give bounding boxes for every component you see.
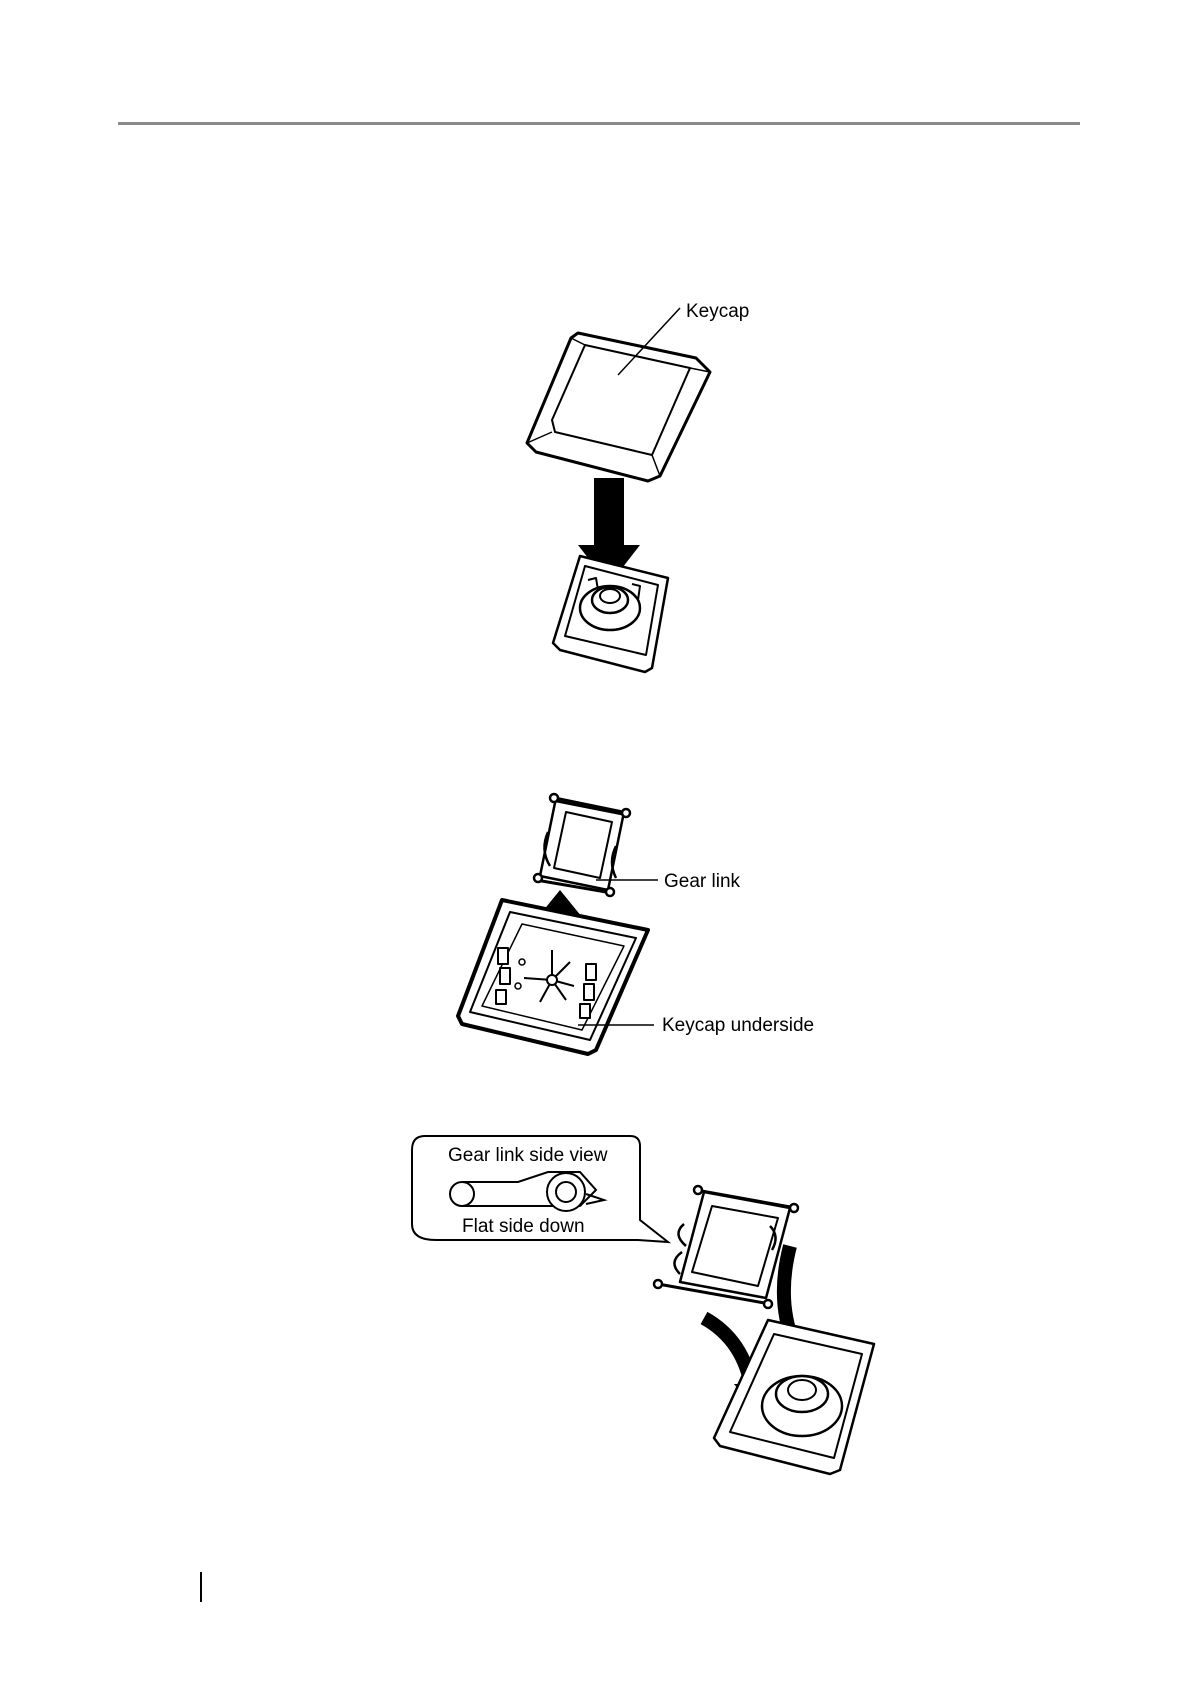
gear-link-tilted: [654, 1186, 798, 1308]
callout-note: Flat side down: [462, 1216, 585, 1237]
keycap-underside-illustration: [458, 900, 648, 1054]
figure-1-keycap-install: Keycap: [527, 301, 749, 672]
side-view-callout: Gear link side view Flat side down: [412, 1136, 668, 1242]
key-switch-base: [553, 556, 668, 672]
figure-2-gear-link-removal: Gear link: [458, 794, 814, 1054]
keycap-illustration: [527, 333, 710, 481]
keycap-underside-label: Keycap underside: [662, 1015, 814, 1036]
gear-link-label: Gear link: [664, 871, 741, 892]
figure-3-gear-link-install: Gear link side view Flat side down: [412, 1136, 874, 1474]
footer-page-mark: [200, 1572, 202, 1602]
callout-title: Gear link side view: [448, 1145, 608, 1166]
keycap-label: Keycap: [686, 301, 749, 322]
